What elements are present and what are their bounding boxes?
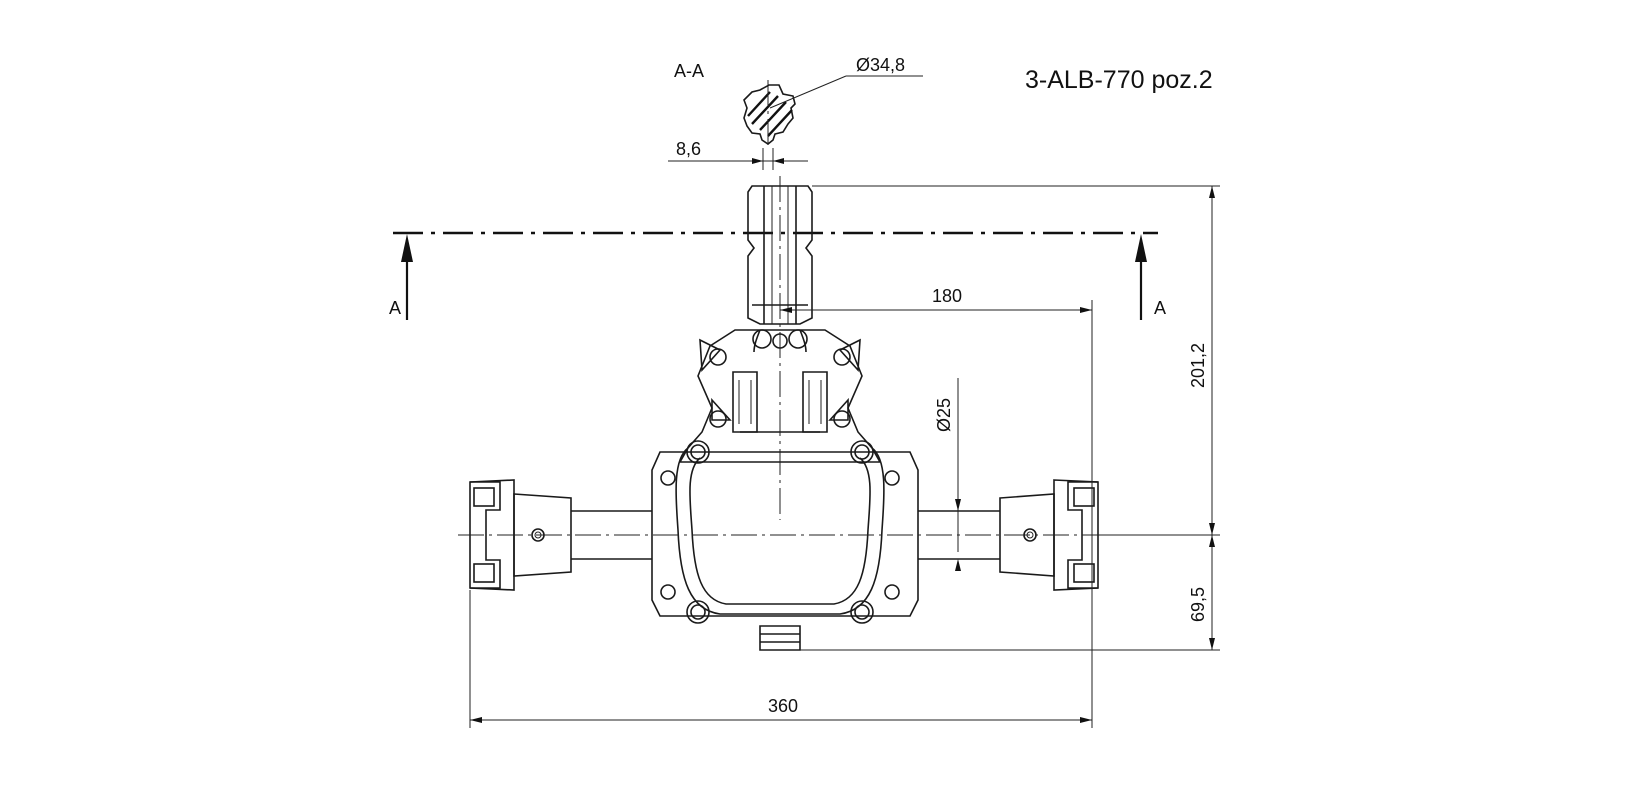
dimension-shaft-diameter bbox=[955, 378, 961, 571]
section-hatch bbox=[767, 109, 793, 137]
drawing-title: 3-ALB-770 poz.2 bbox=[1025, 66, 1213, 94]
dimension-overall-width bbox=[469, 300, 1093, 728]
upper-housing bbox=[678, 329, 882, 463]
right-output-shaft bbox=[918, 479, 1099, 591]
spline-diameter-label: Ø34,8 bbox=[856, 55, 905, 75]
section-mark-right: A bbox=[1154, 298, 1166, 318]
gearbox-body bbox=[651, 440, 919, 651]
dimension-vertical bbox=[800, 185, 1220, 651]
overall-width-label: 360 bbox=[768, 696, 798, 716]
input-height-label: 201,2 bbox=[1188, 343, 1208, 388]
section-hatch bbox=[759, 101, 787, 131]
leader-line bbox=[769, 75, 847, 109]
dimension-half-width bbox=[780, 307, 1092, 313]
section-cut-line bbox=[393, 231, 1158, 320]
section-hatch bbox=[751, 95, 779, 125]
section-view-label: A-A bbox=[674, 61, 704, 81]
section-a-a-view bbox=[743, 75, 923, 150]
dimension-key-width bbox=[668, 148, 808, 170]
bottom-height-label: 69,5 bbox=[1188, 587, 1208, 622]
half-width-label: 180 bbox=[932, 286, 962, 306]
section-mark-left: A bbox=[389, 298, 401, 318]
key-width-label: 8,6 bbox=[676, 139, 701, 159]
left-output-shaft bbox=[469, 479, 652, 591]
section-hatch bbox=[747, 91, 771, 117]
spline-profile bbox=[743, 84, 796, 145]
shaft-diameter-label: Ø25 bbox=[934, 398, 954, 432]
